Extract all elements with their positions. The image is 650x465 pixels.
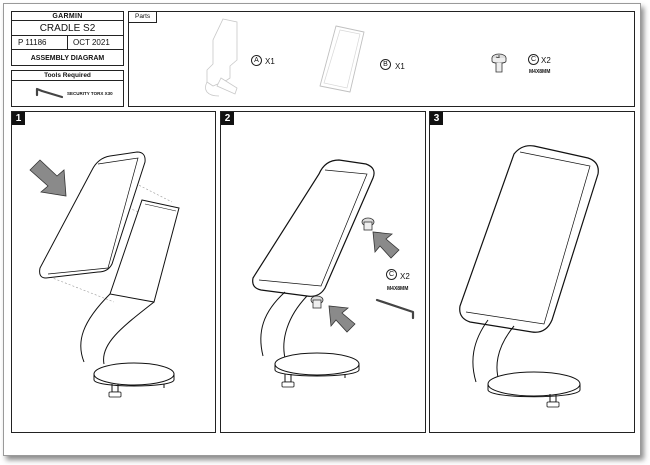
brand-label: GARMIN — [52, 12, 83, 20]
part-a-letter: A — [254, 57, 259, 64]
brand-row: GARMIN — [12, 12, 123, 21]
doc-type-row: ASSEMBLY DIAGRAM — [12, 50, 123, 67]
part-c-qty: X2 — [541, 56, 551, 65]
step-2-callout-letter: C — [388, 271, 395, 278]
divider — [67, 36, 68, 49]
tools-header: Tools Required — [44, 72, 91, 79]
part-b-letter: B — [383, 61, 388, 68]
step-2-drawing — [252, 159, 415, 388]
doc-date: OCT 2021 — [73, 38, 110, 47]
step-2-callout-spec: M4X8MM — [387, 286, 409, 292]
step-2-number: 2 — [221, 112, 234, 125]
stand-part-drawing — [205, 18, 238, 97]
part-number: P 11186 — [18, 38, 47, 47]
step-1-drawing — [29, 151, 180, 398]
parts-box: Parts A X1 B X1 C X2 M4X8 — [128, 11, 635, 107]
part-c-marker: C — [528, 54, 539, 65]
part-c-spec: M4X8MM — [529, 69, 551, 75]
step-3-number: 3 — [430, 112, 443, 125]
part-c-letter: C — [530, 56, 537, 63]
torx-key-icon — [35, 87, 64, 99]
part-b-marker: B — [380, 59, 391, 70]
part-a-qty: X1 — [265, 57, 275, 66]
tools-header-row: Tools Required — [12, 71, 123, 81]
part-date-row: P 11186 OCT 2021 — [12, 36, 123, 50]
step-3-drawing — [459, 145, 599, 408]
doc-type: ASSEMBLY DIAGRAM — [30, 55, 105, 62]
step-2-panel: 2 C X2 M4X8MM — [220, 111, 426, 433]
title-block: GARMIN CRADLE S2 P 11186 OCT 2021 ASSEMB… — [11, 11, 124, 66]
part-b-qty: X1 — [395, 62, 405, 71]
assembly-sheet: GARMIN CRADLE S2 P 11186 OCT 2021 ASSEMB… — [3, 3, 641, 456]
parts-header: Parts — [129, 12, 158, 23]
step-1-panel: 1 — [11, 111, 216, 433]
product-name: CRADLE S2 — [39, 22, 96, 34]
screw-part-drawing — [491, 53, 507, 73]
part-a-marker: A — [251, 55, 262, 66]
step-2-callout-qty: X2 — [400, 272, 410, 281]
step-3-panel: 3 — [429, 111, 635, 433]
step-2-callout-marker: C — [386, 269, 397, 280]
tools-box: Tools Required SECURITY TORX X30 — [11, 70, 124, 107]
product-row: CRADLE S2 — [12, 21, 123, 36]
cradle-part-drawing — [319, 25, 365, 93]
step-1-number: 1 — [12, 112, 25, 125]
tool-name: SECURITY TORX X30 — [67, 91, 113, 96]
